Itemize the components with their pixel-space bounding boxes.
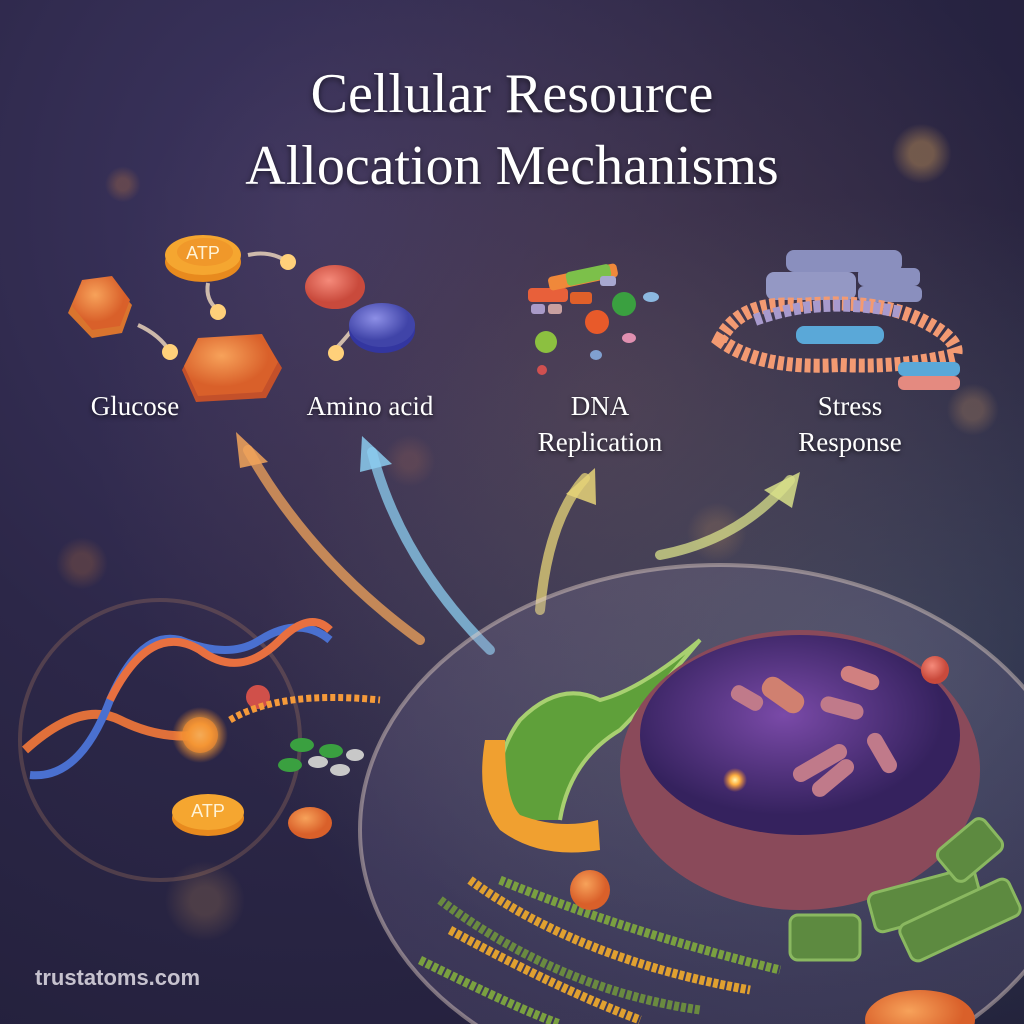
chromosomes [730,665,897,797]
atp-token-top [165,235,241,282]
stress-response-protein-stack-icon [711,250,963,390]
atp-token-bottom [172,794,244,836]
arrow-head-icon [236,432,268,468]
label-line: Replication [537,427,663,457]
title-line-2: Allocation Mechanisms [245,135,779,197]
arrow-head-icon [764,472,800,508]
vesicle [921,656,949,684]
arrow-head-icon [360,436,392,472]
vesicle [570,870,610,910]
watermark: trustatoms.com [35,965,201,990]
label-amino-acid: Amino acid [306,391,434,421]
label-dna-replication: DNA Replication [505,388,695,460]
label-line: Stress [817,391,883,421]
rough-er-stacks [788,817,1022,963]
atp-top-label: ATP [186,242,220,263]
dna-double-helix-icon [18,598,381,882]
atp-bottom-label: ATP [191,800,225,821]
vesicle [865,990,975,1024]
label-glucose: Glucose [90,391,180,421]
cell-diagram [358,563,1024,1024]
label-line: DNA [570,391,630,421]
nutrient-disc-icon [288,807,332,839]
dna-replication-complex-icon [528,263,659,375]
golgi-apparatus [495,638,702,821]
amino-acid-disc-icon [305,265,415,353]
arrow-to-glucose [243,445,425,645]
cytoskeleton-filaments [417,875,782,1024]
arrow-head-icon [566,468,596,505]
title-line-1: Cellular Resource [310,63,714,125]
page-title: Cellular Resource Allocation Mechanisms [0,58,1024,202]
arrow-to-amino-acid [367,447,495,655]
label-stress-response: Stress Response [755,388,945,460]
endoplasmic-reticulum [482,740,600,853]
nucleus [640,635,960,835]
glow-nodes [162,254,344,361]
label-line: Response [798,427,902,457]
hexagon-molecule-icon [68,276,282,402]
